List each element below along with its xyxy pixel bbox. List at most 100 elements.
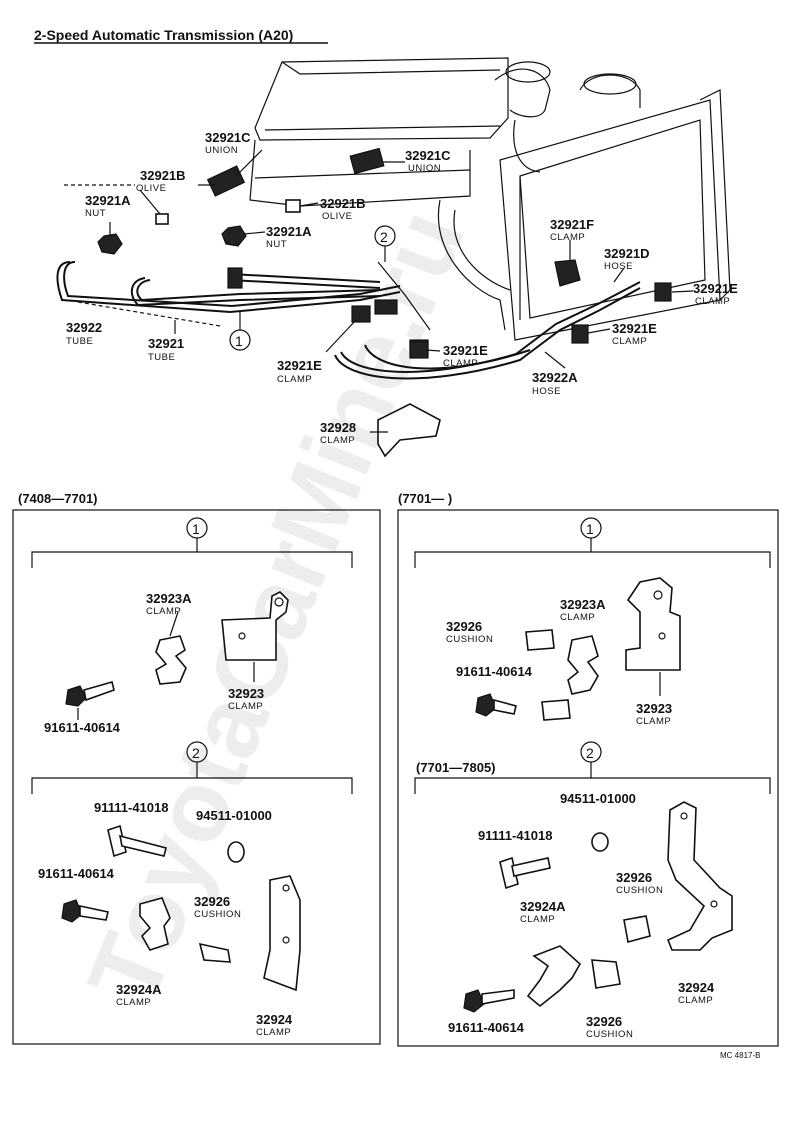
svg-text:CLAMP: CLAMP xyxy=(116,997,151,1008)
clamp-e-1 xyxy=(654,282,672,302)
clamp-32928 xyxy=(377,403,441,458)
bolt-91611-right-top xyxy=(475,693,497,717)
svg-text:CUSHION: CUSHION xyxy=(616,885,663,896)
svg-text:32923: 32923 xyxy=(228,686,264,701)
left-panel: (7408—7701) 1 2 32923A CLAMP 32923 CLAMP… xyxy=(12,491,381,1045)
svg-text:TUBE: TUBE xyxy=(148,352,175,363)
leader-lines xyxy=(64,149,694,433)
svg-text:CLAMP: CLAMP xyxy=(228,701,263,712)
engine-illustration xyxy=(249,57,551,331)
label-32921a-a: 32921A xyxy=(85,193,131,208)
label-32921e-c: 32921E xyxy=(693,281,738,296)
clamp-32924a-left xyxy=(139,897,171,951)
right-sub-range: (7701—7805) xyxy=(416,760,496,775)
svg-text:91611-40614: 91611-40614 xyxy=(38,866,115,881)
clamp-32923a-left xyxy=(155,635,187,685)
cushion-32926-left xyxy=(198,942,231,963)
label-32922: 32922 xyxy=(66,320,102,335)
svg-text:32923: 32923 xyxy=(636,701,672,716)
label-32921e-b: 32921E xyxy=(443,343,488,358)
svg-text:32924A: 32924A xyxy=(116,982,162,997)
svg-text:NUT: NUT xyxy=(266,239,287,250)
svg-text:OLIVE: OLIVE xyxy=(136,183,167,194)
label-32921c-a: 32921C xyxy=(205,130,251,145)
svg-text:CLAMP: CLAMP xyxy=(550,232,585,243)
svg-text:32923A: 32923A xyxy=(560,597,606,612)
washer-94511-right xyxy=(591,832,609,852)
clamp-32924-right xyxy=(666,801,733,951)
label-32921b-b: 32921B xyxy=(320,196,366,211)
washer-94511-left xyxy=(227,841,245,863)
cushion-32926-right-top xyxy=(525,629,555,651)
union-fitting-1 xyxy=(206,165,246,197)
svg-text:CLAMP: CLAMP xyxy=(256,1027,291,1038)
clamp-32923a-right xyxy=(567,635,599,695)
cushion-32926-right-mid2 xyxy=(623,915,651,944)
svg-text:2: 2 xyxy=(380,229,388,245)
bolt-91611-right-bottom xyxy=(463,989,485,1013)
svg-text:HOSE: HOSE xyxy=(532,386,561,397)
top-labels: 32921C UNION 32921C UNION 32921B OLIVE 3… xyxy=(66,130,738,446)
svg-text:UNION: UNION xyxy=(205,145,238,156)
tube-assembly xyxy=(56,261,641,380)
svg-text:32926: 32926 xyxy=(194,894,230,909)
cushion-32926-right-bottom xyxy=(591,959,621,989)
label-32921: 32921 xyxy=(148,336,184,351)
bolt-91611-left-top xyxy=(65,685,87,707)
svg-text:32926: 32926 xyxy=(586,1014,622,1029)
svg-text:32924: 32924 xyxy=(256,1012,293,1027)
svg-text:CLAMP: CLAMP xyxy=(320,435,355,446)
left-circle-1: 1 xyxy=(192,521,200,537)
svg-text:CUSHION: CUSHION xyxy=(194,909,241,920)
svg-text:94511-01000: 94511-01000 xyxy=(560,791,636,806)
svg-text:CLAMP: CLAMP xyxy=(520,914,555,925)
svg-text:HOSE: HOSE xyxy=(604,261,633,272)
clamp-e-2 xyxy=(571,324,589,344)
svg-text:91611-40614: 91611-40614 xyxy=(44,720,121,735)
svg-text:CLAMP: CLAMP xyxy=(612,336,647,347)
svg-text:CLAMP: CLAMP xyxy=(146,606,181,617)
svg-text:CUSHION: CUSHION xyxy=(446,634,493,645)
label-32921e-d: 32921E xyxy=(612,321,657,336)
olive-2 xyxy=(285,199,301,213)
right-panel: (7701— ) 1 2 (7701—7805) 32926 CUSHION 3… xyxy=(397,491,779,1047)
svg-text:OLIVE: OLIVE xyxy=(322,211,353,222)
diagram-title: 2-Speed Automatic Transmission (A20) xyxy=(34,27,293,43)
clamp-e-4 xyxy=(409,341,429,359)
nut-1 xyxy=(97,233,123,255)
label-32921c-b: 32921C xyxy=(405,148,451,163)
svg-text:CLAMP: CLAMP xyxy=(560,612,595,623)
label-32921d: 32921D xyxy=(604,246,650,261)
clamp-f xyxy=(554,259,581,287)
label-32921e-a: 32921E xyxy=(277,358,322,373)
svg-text:1: 1 xyxy=(235,333,243,349)
svg-text:91611-40614: 91611-40614 xyxy=(448,1020,525,1035)
svg-text:UNION: UNION xyxy=(408,163,441,174)
label-32922a: 32922A xyxy=(532,370,578,385)
label-32928: 32928 xyxy=(320,420,356,435)
svg-text:91611-40614: 91611-40614 xyxy=(456,664,533,679)
svg-text:32924A: 32924A xyxy=(520,899,566,914)
clamp-32923-left xyxy=(221,591,289,661)
svg-text:91111-41018: 91111-41018 xyxy=(478,828,552,843)
right-circle-2: 2 xyxy=(586,745,594,761)
svg-text:91111-41018: 91111-41018 xyxy=(94,800,168,815)
olive-1 xyxy=(155,213,169,225)
label-32921f: 32921F xyxy=(550,217,594,232)
union-fitting-2 xyxy=(349,147,385,175)
svg-text:TUBE: TUBE xyxy=(66,336,93,347)
svg-text:CLAMP: CLAMP xyxy=(277,374,312,385)
bolt-91611-left-bottom xyxy=(61,899,83,923)
radiator-illustration xyxy=(499,73,731,341)
label-32921a-b: 32921A xyxy=(266,224,312,239)
right-range: (7701— ) xyxy=(398,491,452,506)
right-circle-1: 1 xyxy=(586,521,594,537)
clamp-e-3 xyxy=(351,305,371,323)
svg-text:32923A: 32923A xyxy=(146,591,192,606)
callout-2: 2 xyxy=(374,225,396,247)
svg-text:CLAMP: CLAMP xyxy=(678,995,713,1006)
svg-text:94511-01000: 94511-01000 xyxy=(196,808,272,823)
svg-text:32924: 32924 xyxy=(678,980,715,995)
nut-2 xyxy=(221,225,247,247)
cushion-32926-right-mid xyxy=(541,699,571,721)
